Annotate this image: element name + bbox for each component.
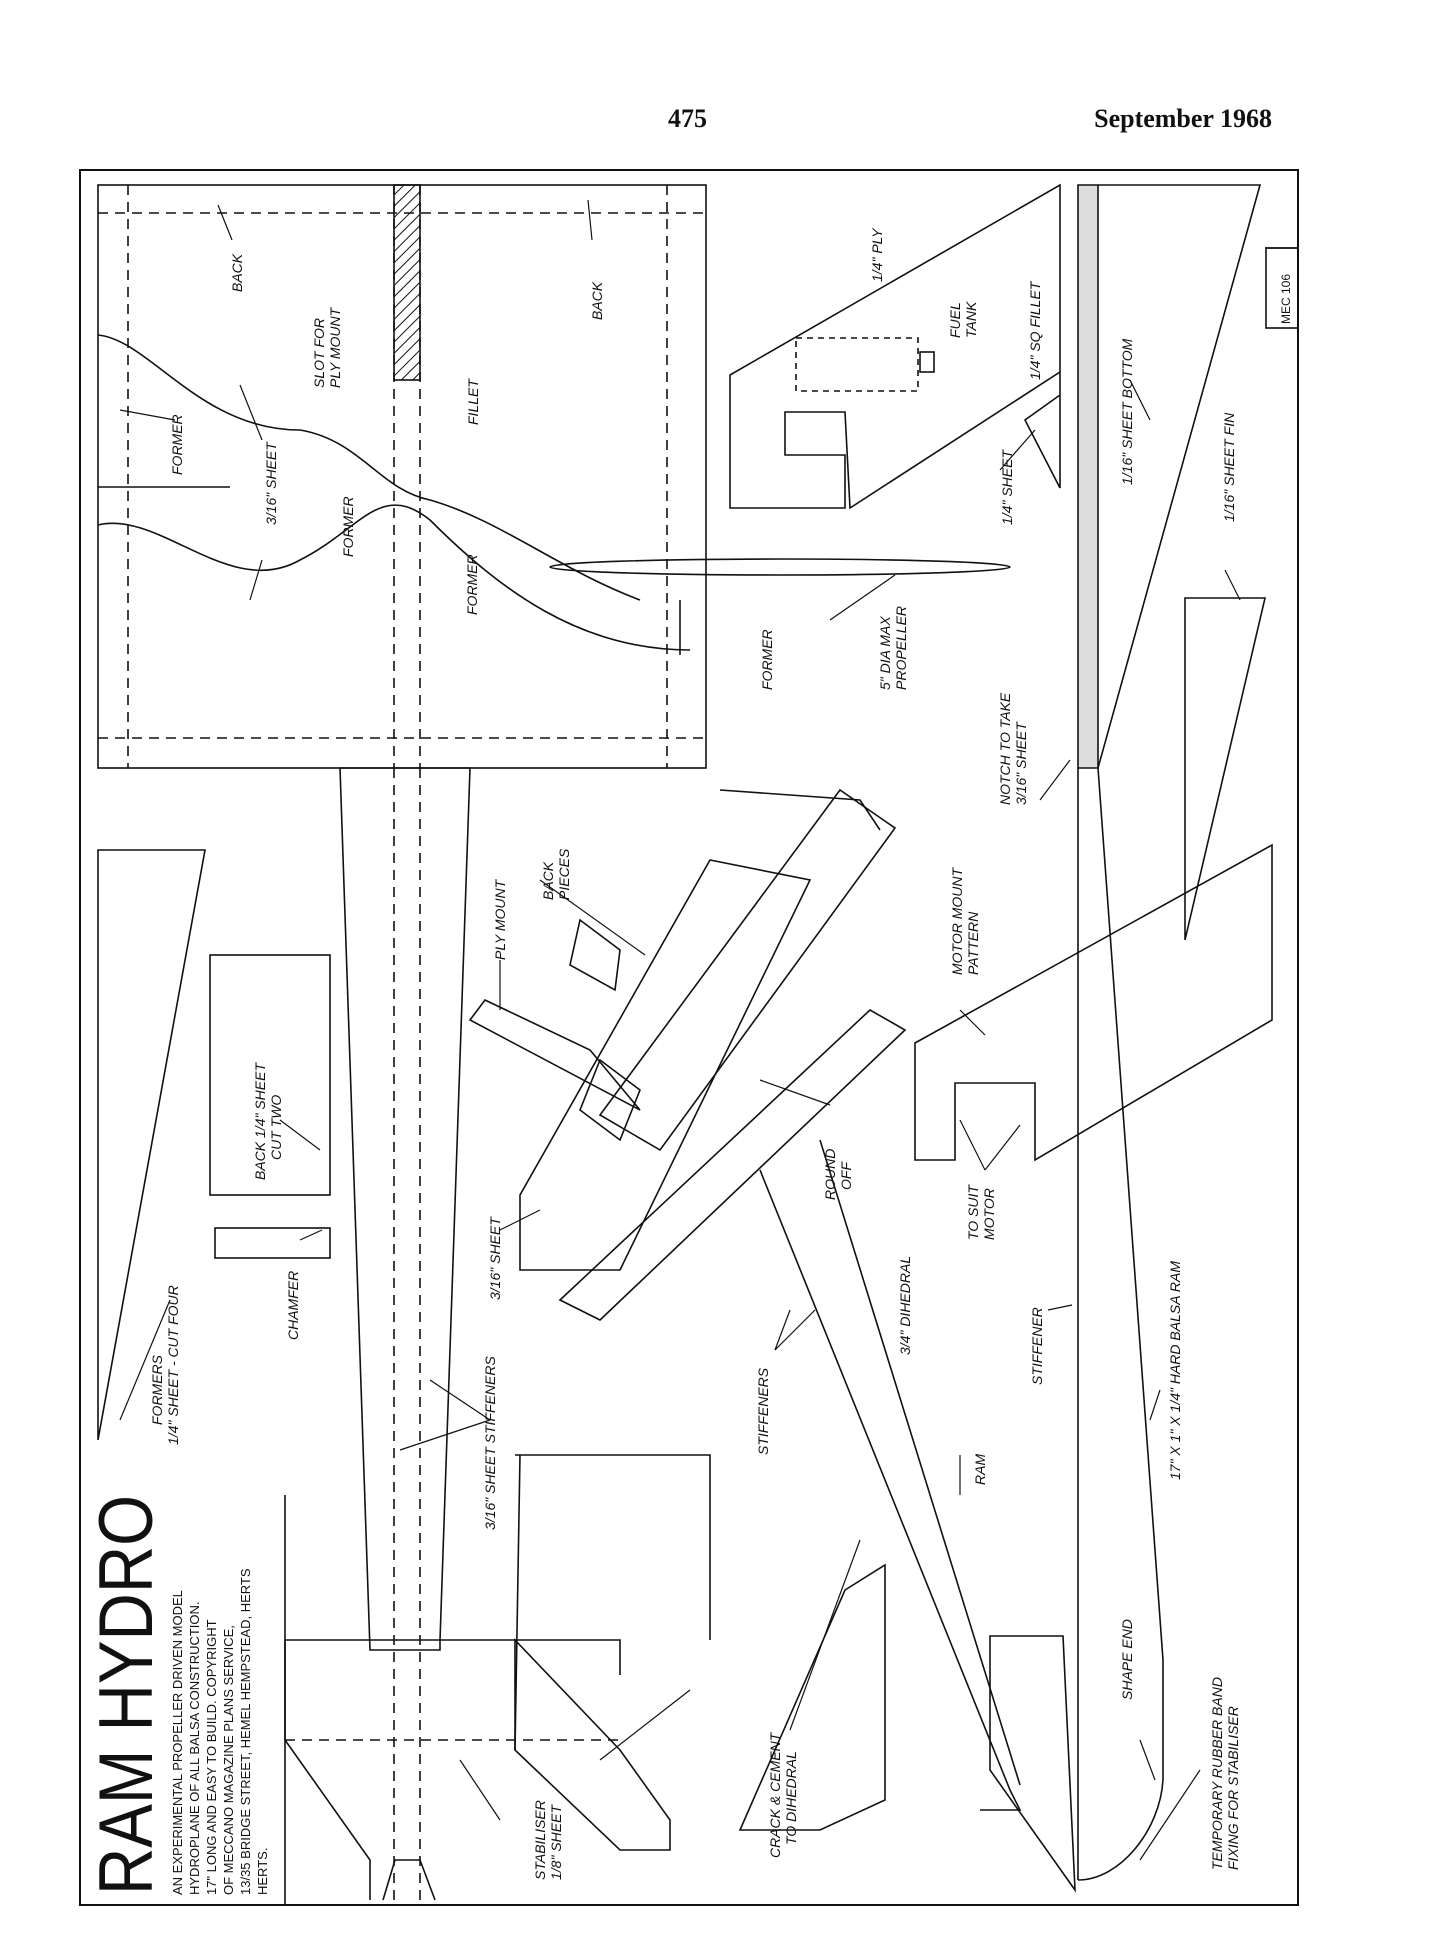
- isometric-assembly: PLY MOUNT BACK PIECES BACK 1/4" SHEET CU…: [149, 788, 1022, 1880]
- label-former-3: FORMER: [464, 554, 480, 615]
- label-motor-mount-2: PATTERN: [965, 911, 981, 975]
- issue-date: September 1968: [1094, 104, 1272, 133]
- ply-mount-slot: [393, 184, 421, 381]
- label-ply-mount-2: PLY MOUNT: [492, 878, 508, 960]
- label-back-2: BACK: [589, 281, 605, 320]
- fuel-tank: [795, 337, 919, 392]
- label-dihedral: 3/4" DIHEDRAL: [897, 1256, 913, 1355]
- label-slot-for: SLOT FOR: [311, 318, 327, 388]
- label-tank: TANK: [963, 301, 979, 338]
- label-formers-2: 1/4" SHEET - CUT FOUR: [165, 1285, 181, 1445]
- description-line-1: AN EXPERIMENTAL PROPELLER DRIVEN MODEL: [170, 1590, 185, 1895]
- label-round-2: OFF: [838, 1161, 854, 1190]
- label-ply-mount-1: PLY MOUNT: [327, 306, 343, 388]
- label-ram: RAM: [972, 1454, 988, 1485]
- description-line-2: HYDROPLANE OF ALL BALSA CONSTRUCTION.: [187, 1601, 202, 1895]
- leader-lines: [119, 199, 1241, 1861]
- label-sheet-stiffeners: 3/16" SHEET STIFFENERS: [482, 1356, 498, 1530]
- description-line-5: 13/35 BRIDGE STREET, HEMEL HEMPSTEAD, HE…: [238, 1568, 253, 1895]
- page-number: 475: [668, 104, 707, 133]
- label-back-pieces-2: PIECES: [556, 848, 572, 900]
- label-stab-2: 1/8" SHEET: [548, 1804, 564, 1880]
- label-former-4: FORMER: [759, 629, 775, 690]
- label-fillet: FILLET: [465, 378, 481, 425]
- hull-plan-view: [284, 767, 711, 1901]
- title-block: RAM HYDRO AN EXPERIMENTAL PROPELLER DRIV…: [84, 1495, 286, 1905]
- back-sheet-part: [209, 954, 331, 1259]
- hull-side-elevation: MEC 106 1/16" SHEET BOTTOM 1/16" SHEET F…: [877, 184, 1299, 1893]
- ply-mount-view: 1/4" PLY FUEL TANK 1/4" SQ FILLET 1/4" S…: [729, 183, 1061, 525]
- planing-surface-plan: BACK FORMER 3/16" SHEET SLOT FOR PLY MOU…: [97, 184, 775, 769]
- label-back-sheet-2: CUT TWO: [268, 1095, 284, 1160]
- description-line-6: HERTS.: [255, 1848, 270, 1895]
- label-sheet-quarter: 1/4" SHEET: [999, 449, 1015, 525]
- description-line-4: OF MECCANO MAGAZINE PLANS SERVICE,: [221, 1625, 236, 1895]
- label-crack-2: TO DIHEDRAL: [783, 1751, 799, 1845]
- formers-part: [97, 849, 206, 1441]
- label-notch-2: 3/16" SHEET: [1013, 721, 1029, 805]
- label-back-1: BACK: [229, 253, 245, 292]
- label-sheet-bottom: 1/16" SHEET BOTTOM: [1119, 338, 1135, 485]
- label-crack-1: CRACK & CEMENT: [767, 1731, 783, 1858]
- label-sheet-2: 3/16" SHEET: [487, 1216, 503, 1300]
- label-hard-balsa: 17" X 1" X 1/4" HARD BALSA RAM: [1167, 1261, 1183, 1480]
- label-to-suit-2: MOTOR: [981, 1188, 997, 1240]
- stabiliser-iso: [738, 1563, 886, 1831]
- sheet-fin: [1184, 597, 1267, 941]
- label-chamfer: CHAMFER: [285, 1271, 301, 1340]
- stabiliser-side: [989, 1635, 1076, 1893]
- label-back-sheet-1: BACK 1/4" SHEET: [252, 1062, 268, 1180]
- plan-code: MEC 106: [1279, 274, 1293, 324]
- label-prop-1: 5" DIA MAX: [877, 616, 893, 690]
- label-sheet-fin: 1/16" SHEET FIN: [1221, 412, 1237, 522]
- label-sq-fillet: 1/4" SQ FILLET: [1027, 280, 1043, 380]
- plan-border: [79, 169, 1299, 1906]
- label-back-pieces-1: BACK: [540, 861, 556, 900]
- label-round-1: ROUND: [822, 1149, 838, 1200]
- label-motor-mount-1: MOTOR MOUNT: [949, 866, 965, 975]
- label-stab-1: STABILISER: [532, 1800, 548, 1880]
- label-formers-1: FORMERS: [149, 1354, 165, 1425]
- label-former-2: FORMER: [340, 496, 356, 557]
- motor-mount-pattern: [914, 843, 1273, 1162]
- label-sheet-1: 3/16" SHEET: [263, 441, 279, 525]
- label-to-suit-1: TO SUIT: [965, 1184, 981, 1240]
- label-shape-end: SHAPE END: [1119, 1619, 1135, 1700]
- label-fuel: FUEL: [947, 302, 963, 338]
- propeller: [549, 558, 1011, 576]
- label-stiffeners: STIFFENERS: [755, 1367, 771, 1455]
- label-rubber-2: FIXING FOR STABILISER: [1225, 1706, 1241, 1870]
- label-rubber-1: TEMPORARY RUBBER BAND: [1209, 1677, 1225, 1870]
- title: RAM HYDRO: [84, 1495, 169, 1895]
- label-former-1: FORMER: [169, 414, 185, 475]
- description-line-3: 17" LONG AND EASY TO BUILD. COPYRIGHT: [204, 1619, 219, 1895]
- label-stiffener: STIFFENER: [1029, 1307, 1045, 1385]
- label-prop-2: PROPELLER: [893, 606, 909, 690]
- label-notch-1: NOTCH TO TAKE: [997, 692, 1013, 805]
- label-ply: 1/4" PLY: [869, 227, 885, 282]
